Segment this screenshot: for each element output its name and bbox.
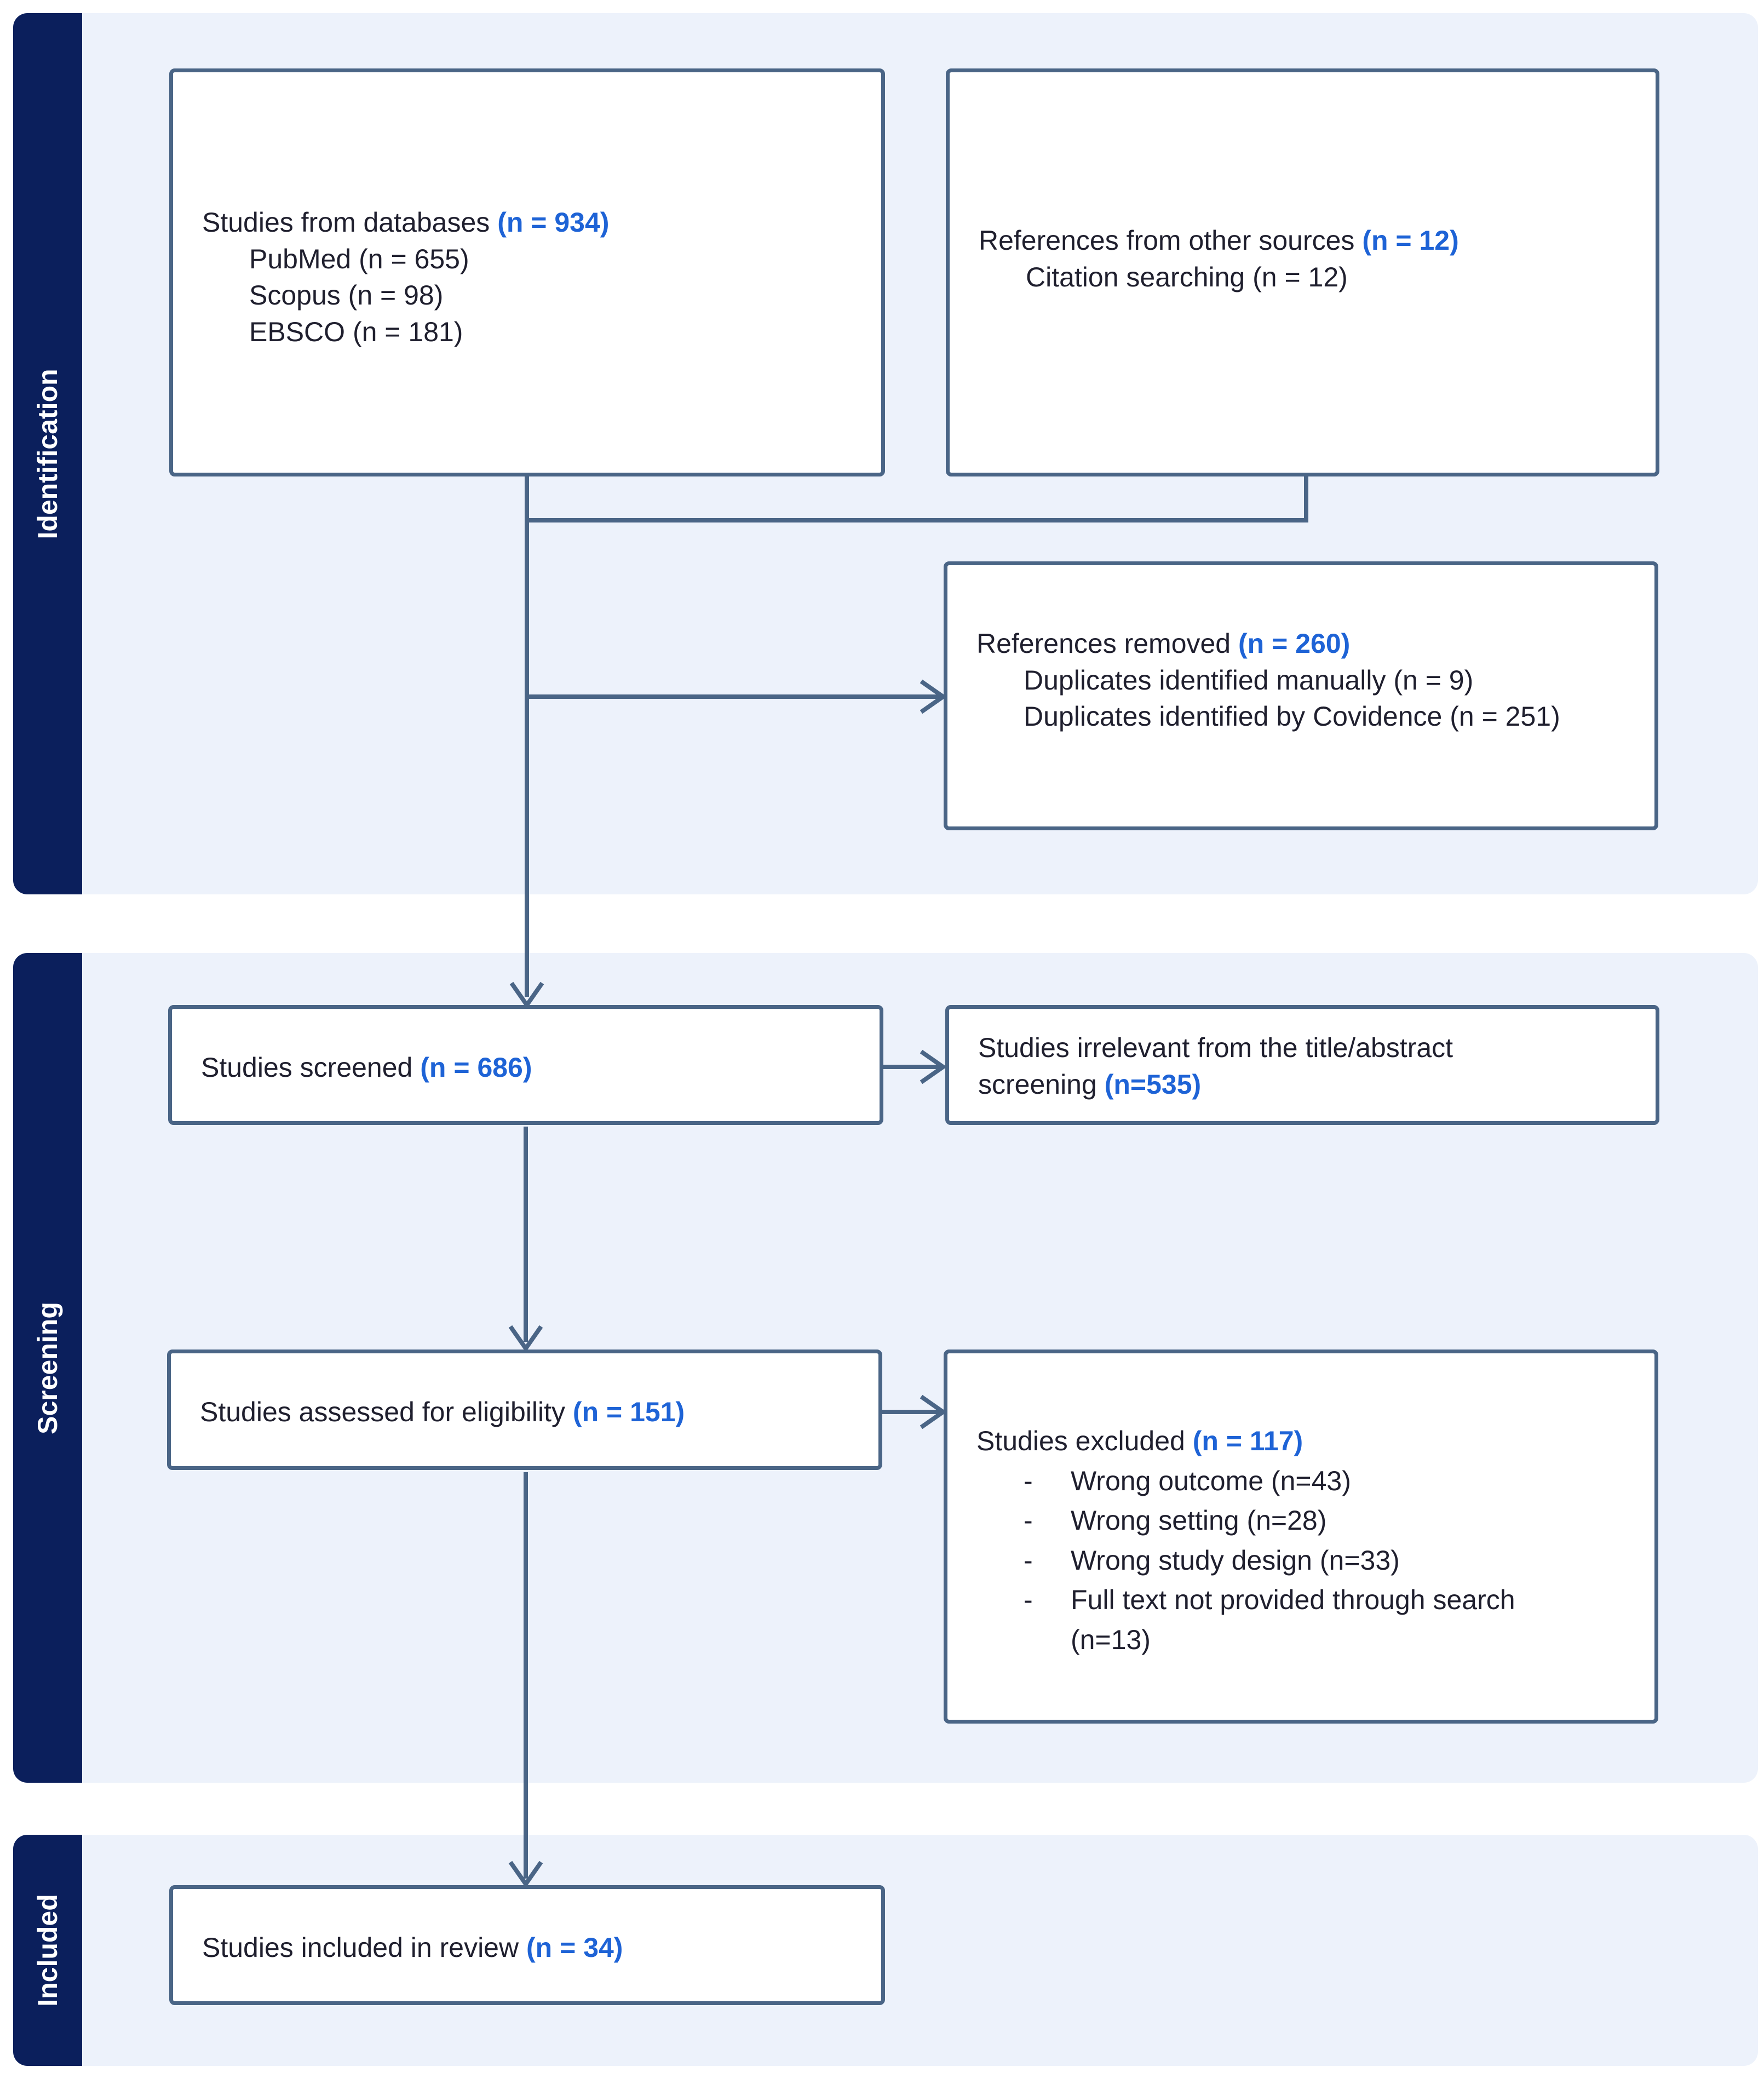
bullet-dash: - xyxy=(1024,1584,1033,1615)
excluded-text: Studies excluded xyxy=(976,1426,1185,1456)
removed-item-manual: Duplicates identified manually (n = 9) xyxy=(1024,664,1474,696)
eligibility-box: Studies assessed for eligibility (n = 15… xyxy=(167,1350,882,1470)
irrelevant-text: Studies irrelevant from the title/abstra… xyxy=(978,1032,1453,1063)
other-sources-text: References from other sources xyxy=(979,225,1355,256)
excluded-item-design: Wrong study design (n=33) xyxy=(1071,1544,1400,1576)
excluded-item-fulltext: Full text not provided through search xyxy=(1071,1584,1515,1615)
arrowhead-to-excluded xyxy=(920,1394,947,1429)
included-text: Studies included in review xyxy=(202,1932,519,1963)
irrelevant-count: (n=535) xyxy=(1104,1069,1202,1100)
screening-sidebar: Screening xyxy=(13,953,82,1783)
excluded-item-outcome: Wrong outcome (n=43) xyxy=(1071,1465,1351,1496)
removed-box: References removed (n = 260) Duplicates … xyxy=(944,561,1658,830)
included-count: (n = 34) xyxy=(526,1932,623,1963)
screened-box: Studies screened (n = 686) xyxy=(168,1005,883,1125)
irrelevant-text-line2: screening xyxy=(978,1069,1097,1100)
databases-text: Studies from databases xyxy=(202,207,490,238)
arrowhead-to-included xyxy=(508,1860,543,1888)
arrowhead-to-eligibility xyxy=(508,1325,543,1352)
eligibility-count: (n = 151) xyxy=(572,1397,685,1427)
databases-item-ebsco: EBSCO (n = 181) xyxy=(249,316,463,347)
arrowhead-to-removed xyxy=(920,679,947,714)
bullet-dash: - xyxy=(1024,1465,1033,1496)
removed-item-covidence: Duplicates identified by Covidence (n = … xyxy=(1024,701,1560,732)
excluded-count: (n = 117) xyxy=(1192,1426,1303,1456)
bullet-dash: - xyxy=(1024,1544,1033,1576)
databases-box: Studies from databases (n = 934) PubMed … xyxy=(169,68,885,476)
databases-item-scopus: Scopus (n = 98) xyxy=(249,280,444,311)
other-sources-count: (n = 12) xyxy=(1362,225,1459,256)
included-box: Studies included in review (n = 34) xyxy=(169,1885,885,2005)
other-sources-item-citation: Citation searching (n = 12) xyxy=(1026,261,1348,292)
excluded-item-fulltext-count: (n=13) xyxy=(1071,1624,1151,1655)
eligibility-text: Studies assessed for eligibility xyxy=(200,1397,565,1427)
bullet-dash: - xyxy=(1024,1505,1033,1536)
identification-sidebar: Identification xyxy=(13,13,82,894)
irrelevant-box: Studies irrelevant from the title/abstra… xyxy=(945,1005,1659,1125)
excluded-box: Studies excluded (n = 117) - Wrong outcom… xyxy=(944,1350,1658,1724)
included-sidebar: Included xyxy=(13,1835,82,2066)
removed-count: (n = 260) xyxy=(1238,628,1351,659)
excluded-item-setting: Wrong setting (n=28) xyxy=(1071,1505,1327,1536)
databases-item-pubmed: PubMed (n = 655) xyxy=(249,243,469,274)
arrowhead-to-irrelevant xyxy=(920,1049,947,1084)
removed-text: References removed xyxy=(976,628,1231,659)
databases-count: (n = 934) xyxy=(497,207,610,238)
screened-text: Studies screened xyxy=(201,1052,413,1083)
other-sources-box: References from other sources (n = 12) C… xyxy=(946,68,1659,476)
screened-count: (n = 686) xyxy=(420,1052,532,1083)
